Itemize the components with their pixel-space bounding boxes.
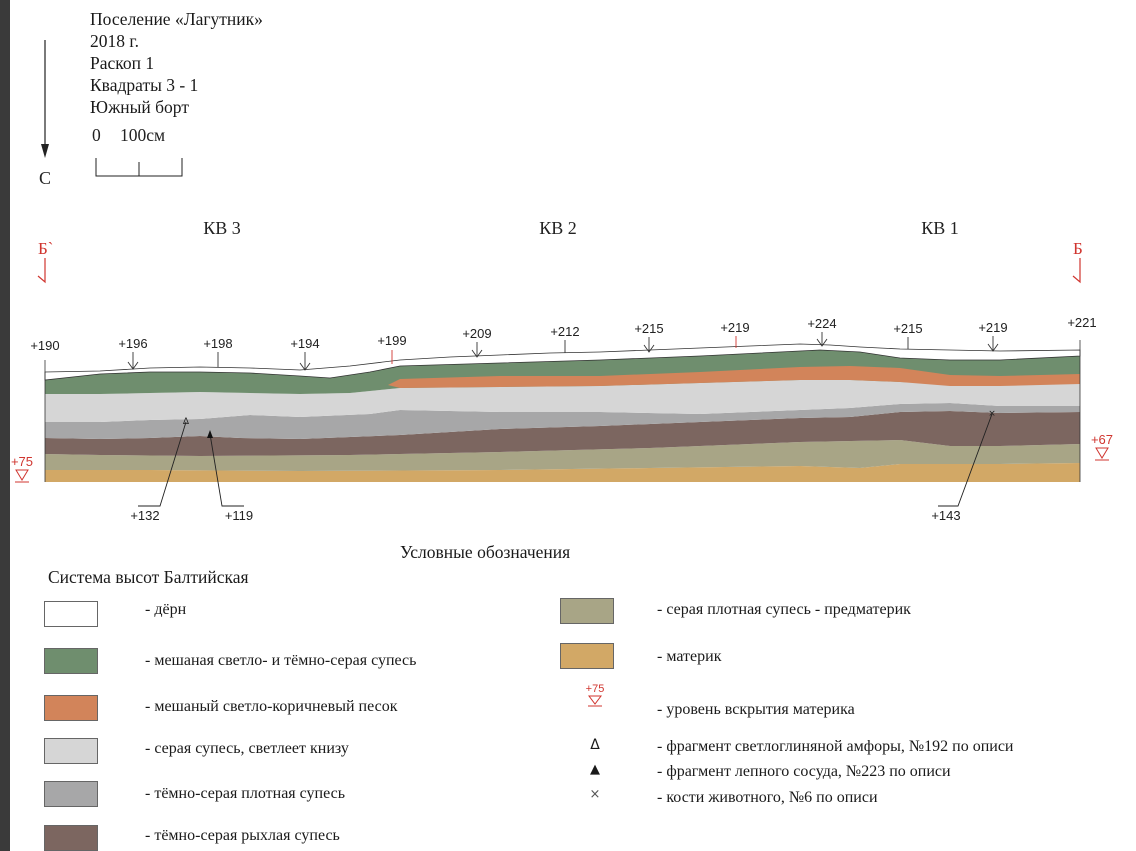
surface-mark: +224 [807, 316, 836, 331]
surface-mark: +194 [290, 336, 319, 351]
surface-mark: +196 [118, 336, 147, 351]
layer-mixed-grey [45, 350, 1080, 394]
depth-mark: +132 [130, 508, 159, 523]
bedrock-level-left: +75 [11, 454, 33, 469]
bone-find-icon: × [589, 787, 601, 802]
title-block: Поселение «Лагутник» 2018 г. Раскоп 1 Кв… [90, 8, 263, 118]
layer-brown-sand [388, 366, 1080, 388]
legend-label: - мешаный светло-коричневый песок [145, 698, 398, 715]
legend-swatch [44, 601, 98, 627]
legend-swatch [44, 695, 98, 721]
section-profile: КВ 3 КВ 2 КВ 1 Б` Б +190 +196 +198 +194 … [11, 218, 1113, 523]
pottery-find-icon [207, 430, 213, 438]
amphora-find-icon: Δ [183, 417, 190, 427]
legend-swatch [560, 643, 614, 669]
surface-mark-arrows [127, 332, 999, 371]
surface-mark: +219 [978, 320, 1007, 335]
legend-label: - фрагмент лепного сосуда, №223 по описи [657, 763, 951, 780]
surface-mark: +221 [1067, 315, 1096, 330]
legend-label: - фрагмент светлоглиняной амфоры, №192 п… [657, 738, 1014, 755]
legend-title: Условные обозначения [400, 542, 571, 562]
layer-dark-grey-loose [45, 411, 1080, 456]
legend-swatch [560, 598, 614, 624]
square-label: КВ 3 [203, 218, 241, 238]
surface-height-marks: +190 +196 +198 +194 +199 +209 +212 +215 … [30, 315, 1096, 353]
bedrock-level-icon: +75 [580, 684, 610, 707]
surface-mark: +198 [203, 336, 232, 351]
surface-mark: +215 [634, 321, 663, 336]
pottery-find-icon: ▲ [590, 762, 600, 777]
depth-mark: +143 [931, 508, 960, 523]
legend-swatch [44, 781, 98, 807]
bedrock-level-marks: +75 +67 [11, 432, 1113, 483]
scale-bar: 0 100см [92, 125, 183, 177]
legend-label: - дёрн [145, 601, 187, 618]
section-marker-right: Б [1073, 239, 1083, 258]
legend-label: - мешаная светло- и тёмно-серая супесь [145, 652, 417, 669]
surface-mark: +190 [30, 338, 59, 353]
layer-pre-bedrock [45, 440, 1080, 471]
square-label: КВ 2 [539, 218, 577, 238]
layer-grey-lightening [45, 380, 1080, 422]
scale-end-label: 100см [120, 125, 165, 145]
legend-label: - материк [657, 648, 722, 665]
legend-swatch [44, 825, 98, 851]
surface-mark: +215 [893, 321, 922, 336]
bedrock-level-right: +67 [1091, 432, 1113, 447]
height-system-label: Система высот Балтийская [48, 567, 249, 587]
legend-label: - серая супесь, светлеет книзу [145, 740, 349, 757]
finds-markers: Δ × +132 +119 +143 [130, 409, 995, 523]
depth-mark: +119 [225, 508, 253, 523]
squares-label: Квадраты 3 - 1 [90, 75, 199, 95]
scale-start-label: 0 [92, 125, 101, 145]
surface-mark: +219 [720, 320, 749, 335]
year-label: 2018 г. [90, 31, 139, 51]
legend-swatch [44, 648, 98, 674]
section-marker-left: Б` [38, 239, 53, 258]
layer-bedrock [45, 463, 1080, 482]
square-label: КВ 1 [921, 218, 959, 238]
legend-label: - тёмно-серая плотная супесь [145, 785, 345, 802]
bedrock-level-glyph: +75 [585, 683, 605, 695]
legend-label: - тёмно-серая рыхлая супесь [145, 827, 340, 844]
north-arrow-icon: С [39, 40, 51, 186]
site-title: Поселение «Лагутник» [90, 9, 263, 29]
amphora-find-icon: Δ [590, 737, 600, 753]
legend-label: - кости животного, №6 по описи [657, 789, 878, 806]
layer-dark-grey-dense [45, 403, 1080, 439]
legend-swatch [44, 738, 98, 764]
legend-label: - серая плотная супесь - предматерик [657, 601, 911, 618]
excavation-label: Раскоп 1 [90, 53, 155, 73]
surface-mark: +199 [377, 333, 406, 348]
north-label: С [39, 168, 51, 186]
legend-label: - уровень вскрытия материка [657, 701, 855, 718]
bone-find-icon: × [988, 409, 996, 419]
left-edge-strip [0, 0, 10, 851]
surface-mark: +209 [462, 326, 491, 341]
surface-mark: +212 [550, 324, 579, 339]
side-label: Южный борт [90, 97, 189, 117]
